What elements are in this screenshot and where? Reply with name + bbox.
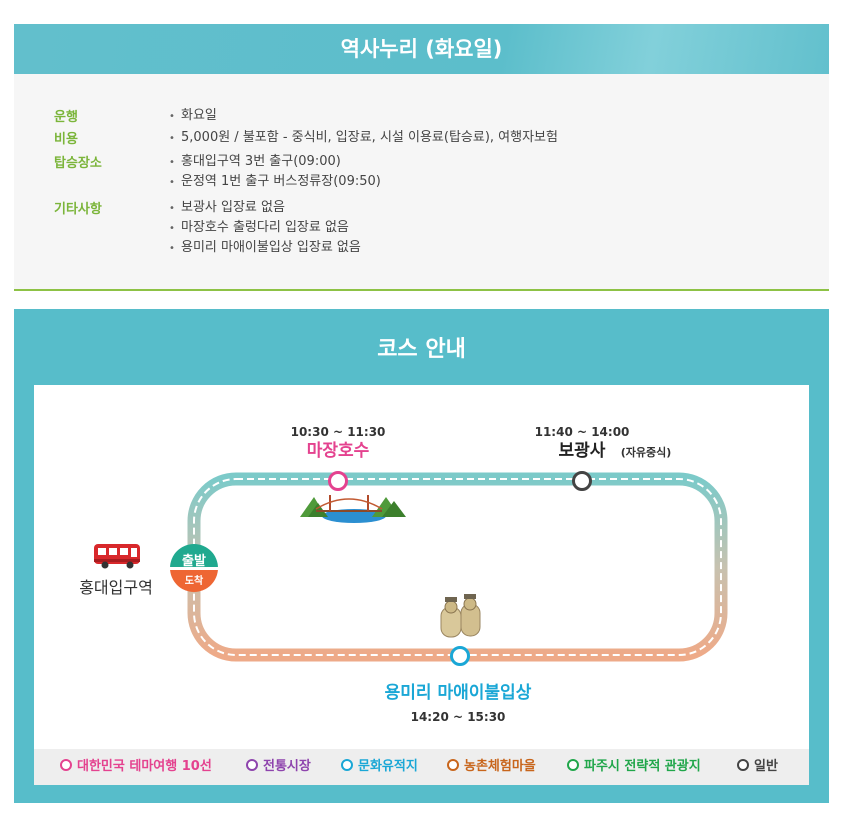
legend-item-theme: 대한민국 테마여행 10선 [60, 749, 212, 785]
stop-time-yongmiri: 14:20 ~ 15:30 [411, 710, 506, 724]
stop-name-yongmiri: 용미리 마애이불입상 [385, 683, 532, 703]
info-value: 홍대입구역 3번 출구(09:00) [169, 152, 381, 172]
stop-note-bogwangsa: (자유중식) [621, 445, 672, 459]
info-value: 5,000원 / 불포함 - 중식비, 입장료, 시설 이용료(탑승료), 여행… [169, 128, 558, 148]
legend-item-heritage: 문화유적지 [341, 749, 418, 785]
start-place-label: 홍대입구역 [79, 578, 153, 597]
stop-name-bogwangsa: 보광사 [559, 441, 606, 461]
legend-dot-icon [246, 759, 258, 771]
legend-dot-icon [567, 759, 579, 771]
stop-marker-yongmiri[interactable] [450, 646, 470, 666]
legend-label: 문화유적지 [358, 759, 418, 774]
start-end-badge[interactable]: 출발 도착 [170, 544, 218, 592]
route-diagram: 10:30 ~ 11:30 마장호수 11:40 ~ 14:00 보광사 (자유… [79, 425, 728, 724]
stop-name-majang: 마장호수 [307, 441, 370, 461]
legend-dot-icon [737, 759, 749, 771]
stop-marker-bogwangsa[interactable] [572, 471, 592, 491]
legend-item-market: 전통시장 [246, 749, 311, 785]
stop-time-majang: 10:30 ~ 11:30 [291, 425, 386, 439]
course-guide-section: 코스 안내 10:30 ~ 11:30 마장호수 [14, 309, 829, 803]
course-title: 코스 안내 [377, 337, 466, 362]
lake-bridge-icon [300, 495, 406, 523]
badge-start-label: 출발 [182, 553, 206, 569]
buddha-statue-icon [440, 594, 481, 638]
bus-icon [94, 544, 140, 569]
info-value: 보광사 입장료 없음 [169, 198, 361, 218]
legend-dot-icon [60, 759, 72, 771]
legend-label: 전통시장 [263, 759, 311, 774]
legend-label: 파주시 전략적 관광지 [584, 759, 701, 774]
info-value: 마장호수 출렁다리 입장료 없음 [169, 218, 361, 238]
legend-dot-icon [447, 759, 459, 771]
legend-dot-icon [341, 759, 353, 771]
legend-item-farm: 농촌체험마을 [447, 749, 536, 785]
info-value: 용미리 마애이불입상 입장료 없음 [169, 238, 361, 258]
info-label: 비용 [54, 132, 78, 147]
trip-info-panel: 운행 화요일 비용 5,000원 / 불포함 - 중식비, 입장료, 시설 이용… [14, 74, 829, 291]
info-value: 운정역 1번 출구 버스정류장(09:50) [169, 172, 381, 192]
stop-time-bogwangsa: 11:40 ~ 14:00 [535, 425, 630, 439]
info-label: 운행 [54, 110, 78, 125]
legend-label: 농촌체험마을 [464, 759, 536, 774]
legend-item-strategic: 파주시 전략적 관광지 [567, 749, 701, 785]
legend-label: 대한민국 테마여행 10선 [77, 759, 212, 774]
course-map: 10:30 ~ 11:30 마장호수 11:40 ~ 14:00 보광사 (자유… [34, 385, 809, 749]
info-value: 화요일 [169, 106, 217, 126]
legend-bar: 대한민국 테마여행 10선 전통시장 문화유적지 농촌체험마을 파주시 전략적 … [34, 749, 809, 785]
badge-end-label: 도착 [185, 574, 204, 587]
page-title: 역사누리 (화요일) [14, 24, 829, 74]
legend-item-general: 일반 [737, 749, 778, 785]
stop-marker-majang[interactable] [328, 471, 348, 491]
info-label: 탑승장소 [54, 156, 102, 171]
info-label: 기타사항 [54, 202, 102, 217]
legend-label: 일반 [754, 759, 778, 774]
